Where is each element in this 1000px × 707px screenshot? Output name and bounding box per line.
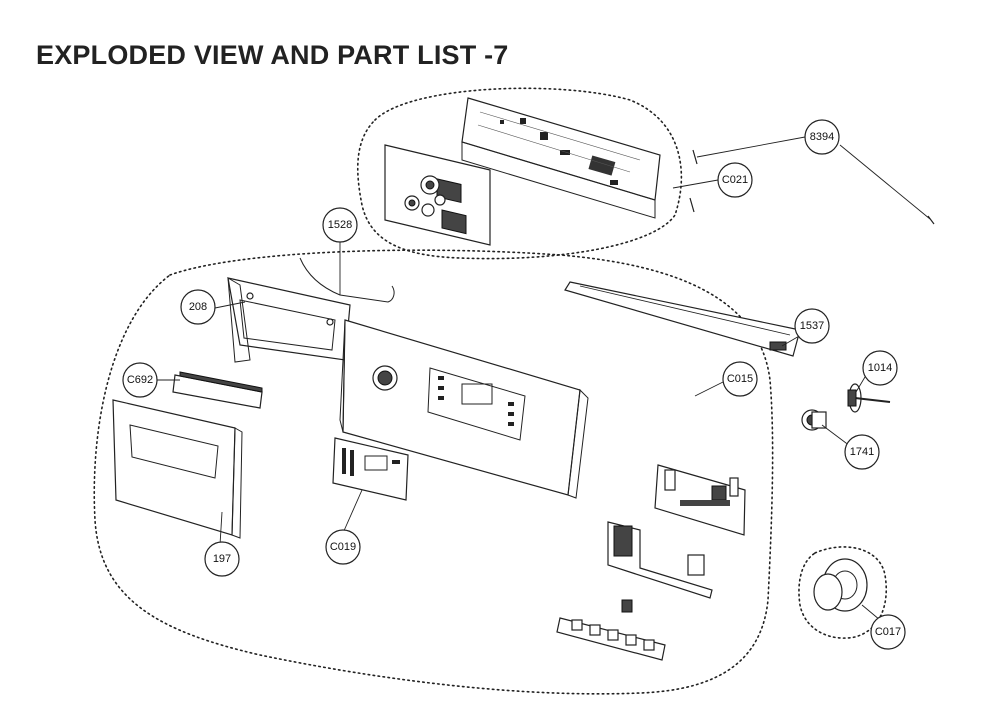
light-guide-bar [564, 281, 801, 357]
svg-text:197: 197 [213, 553, 231, 565]
handle-part [172, 371, 263, 409]
display-holder [384, 144, 491, 246]
callout-c021: C021 [717, 162, 753, 198]
callout-c019: C019 [325, 529, 361, 565]
group-outline-control-panel [93, 249, 774, 695]
callout-208: 208 [180, 289, 216, 325]
knob-joint-part [801, 409, 827, 431]
svg-text:C019: C019 [330, 541, 356, 553]
callout-8394: 8394 [804, 119, 840, 155]
button-strip [556, 599, 666, 661]
svg-text:C017: C017 [875, 626, 901, 638]
svg-text:1014: 1014 [868, 362, 892, 374]
button-holder-lower [607, 521, 713, 599]
callout-1537: 1537 [794, 308, 830, 344]
button-holder-upper [654, 464, 746, 536]
screw-part [689, 149, 935, 225]
svg-text:8394: 8394 [810, 131, 834, 143]
svg-text:1537: 1537 [800, 320, 824, 332]
knob-part [813, 558, 868, 612]
callout-197: 197 [204, 541, 240, 577]
group-outline-display-pcb [356, 87, 683, 260]
leader-lines [155, 136, 931, 621]
callout-1741: 1741 [844, 434, 880, 470]
svg-text:1741: 1741 [850, 446, 874, 458]
callout-c015: C015 [722, 361, 758, 397]
callout-c017: C017 [870, 614, 906, 650]
svg-text:208: 208 [189, 301, 207, 313]
callout-1014: 1014 [862, 350, 898, 386]
callout-1528: 1528 [322, 207, 358, 243]
callout-c692: C692 [122, 362, 158, 398]
svg-text:C021: C021 [722, 174, 748, 186]
encoder-part [847, 383, 891, 413]
display-pcb [461, 97, 661, 219]
overlay-sticker [332, 437, 409, 501]
page-title: EXPLODED VIEW AND PART LIST -7 [36, 40, 509, 70]
svg-text:1528: 1528 [328, 219, 352, 231]
drawer-front [112, 399, 243, 539]
wire-part [299, 257, 395, 303]
svg-text:C692: C692 [127, 374, 153, 386]
control-panel-front [339, 319, 589, 499]
group-outline-knob [798, 546, 887, 639]
svg-text:C015: C015 [727, 373, 753, 385]
